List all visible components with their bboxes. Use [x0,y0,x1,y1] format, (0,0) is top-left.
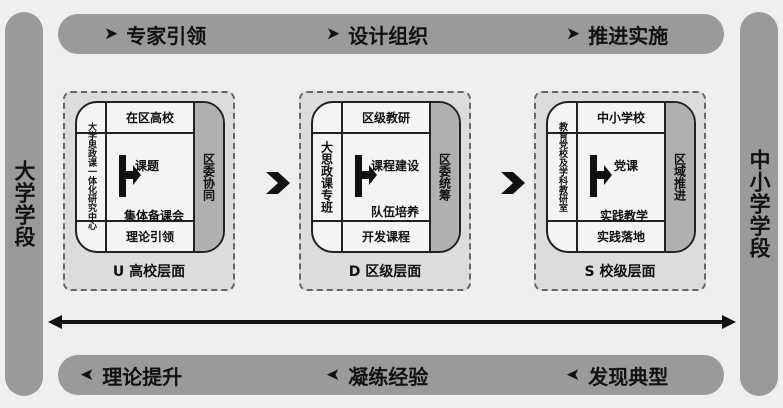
top-step-2-label: 设计组织 [348,23,429,48]
panel-bottom-strip: 理论引领 [77,220,223,251]
university-stage-label: 大学学段 [12,160,36,248]
panel-center-upper: 党课 [614,159,639,173]
university-level-panel: 在区高校 理论引领 大学思政课一体化研究中心 区委协同 课题 集体备课会 U 高… [63,91,235,291]
double-chevron-left-icon: ➤ [566,365,581,385]
t-junction-icon [119,155,141,197]
panel-level-label: S 校级层面 [584,264,656,280]
top-step-3-label: 推进实施 [588,23,669,48]
bottom-process-bar: ➤ 理论提升 ➤ 凝练经验 ➤ 发现典型 [58,355,724,395]
panel-left-label: 大学思政课一体化研究中心 [86,122,96,230]
panel-center-lower: 集体备课会 [124,209,185,223]
panel-right-label: 区委统筹 [437,153,452,201]
panel-left-label: 教育党校及学科教研室 [557,122,567,212]
double-chevron-right-icon: ➤ [566,24,581,44]
panel-left-strip: 大思政课专班 [313,103,343,251]
panel-top-strip: 区级教研 [313,103,459,134]
bottom-step-2-label: 凝练经验 [348,364,429,389]
school-stage-label: 中小学学段 [747,149,771,259]
bottom-step-1-label: 理论提升 [102,364,183,389]
t-junction-icon [590,155,612,197]
panel-center-lower: 队伍培养 [371,205,420,219]
panel-top-strip: 中小学校 [548,103,694,134]
panel-center-upper: 课题 [135,159,160,173]
panel-center-lower: 实践教学 [600,209,649,223]
top-step-1: ➤ 专家引领 [104,14,206,54]
university-stage-pill: 大学学段 [5,12,43,396]
school-stage-pill: 中小学学段 [740,12,778,396]
panel-right-label: 区域推进 [672,153,687,201]
panel-top-strip: 在区高校 [77,103,223,134]
panel-right-strip: 区委统筹 [429,103,459,251]
chevron-right-icon [266,172,290,194]
double-chevron-left-icon: ➤ [326,365,341,385]
panel-inner-frame: 中小学校 实践落地 教育党校及学科教研室 区域推进 党课 实践教学 [546,101,696,253]
bottom-step-3: ➤ 发现典型 [566,355,668,395]
panel-inner-frame: 区级教研 开发课程 大思政课专班 区委统筹 课程建设 队伍培养 [311,101,461,253]
panel-left-strip: 大学思政课一体化研究中心 [77,103,107,251]
bottom-step-1: ➤ 理论提升 [80,355,182,395]
chevron-right-icon [501,172,525,194]
panel-level-label: D 区级层面 [348,264,422,280]
panel-level-label: U 高校层面 [112,264,186,280]
double-chevron-right-icon: ➤ [104,24,119,44]
top-step-2: ➤ 设计组织 [326,14,428,54]
panel-right-strip: 区委协同 [193,103,223,251]
double-chevron-right-icon: ➤ [326,24,341,44]
top-step-1-label: 专家引领 [126,23,207,48]
double-chevron-left-icon: ➤ [80,365,95,385]
bottom-step-2: ➤ 凝练经验 [326,355,428,395]
school-level-panel: 中小学校 实践落地 教育党校及学科教研室 区域推进 党课 实践教学 S 校级层面 [534,91,706,291]
panel-right-label: 区委协同 [201,153,216,201]
panel-left-strip: 教育党校及学科教研室 [548,103,578,251]
panel-left-label: 大思政课专班 [319,141,334,213]
panel-inner-frame: 在区高校 理论引领 大学思政课一体化研究中心 区委协同 课题 集体备课会 [75,101,225,253]
panel-right-strip: 区域推进 [664,103,694,251]
district-level-panel: 区级教研 开发课程 大思政课专班 区委统筹 课程建设 队伍培养 D 区级层面 [299,91,471,291]
panel-bottom-strip: 开发课程 [313,220,459,251]
double-headed-arrow [48,315,736,329]
bottom-step-3-label: 发现典型 [588,364,669,389]
top-process-bar: ➤ 专家引领 ➤ 设计组织 ➤ 推进实施 [58,14,724,54]
panel-center-upper: 课程建设 [371,159,420,173]
top-step-3: ➤ 推进实施 [566,14,668,54]
t-junction-icon [355,155,377,197]
panel-bottom-strip: 实践落地 [548,220,694,251]
